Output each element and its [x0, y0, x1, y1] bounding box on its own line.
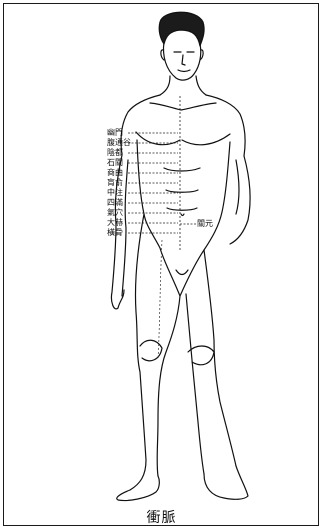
neck	[160, 76, 206, 95]
point-label-zhongzhu: 中注	[107, 188, 123, 197]
torso-outline	[121, 95, 245, 156]
right-leg	[186, 250, 236, 474]
meridian-leader-lines	[128, 133, 196, 233]
point-label-yindu: 陰都	[107, 148, 123, 157]
leg-meridian-line	[158, 240, 162, 360]
left-leg	[130, 214, 180, 490]
point-label-shangqu: 商曲	[107, 168, 123, 177]
point-label-shiguan: 石關	[107, 158, 123, 167]
point-label-qixue: 氣穴	[107, 208, 123, 217]
left-foot	[117, 476, 160, 501]
point-label-huangshu: 肓俞	[107, 178, 123, 187]
point-label-siman: 四滿	[107, 198, 123, 207]
point-label-guanyuan: 關元	[197, 219, 213, 228]
point-label-henggu: 橫骨	[107, 228, 123, 237]
hair	[159, 12, 204, 46]
right-foot	[204, 466, 248, 499]
point-label-dahe: 大赫	[107, 218, 123, 227]
point-label-youmen: 幽門	[107, 128, 123, 137]
right-arm	[230, 156, 250, 244]
figure-caption: 衝脈	[0, 507, 323, 527]
point-label-futonggu: 腹通谷	[107, 138, 131, 147]
briefs	[160, 248, 204, 296]
